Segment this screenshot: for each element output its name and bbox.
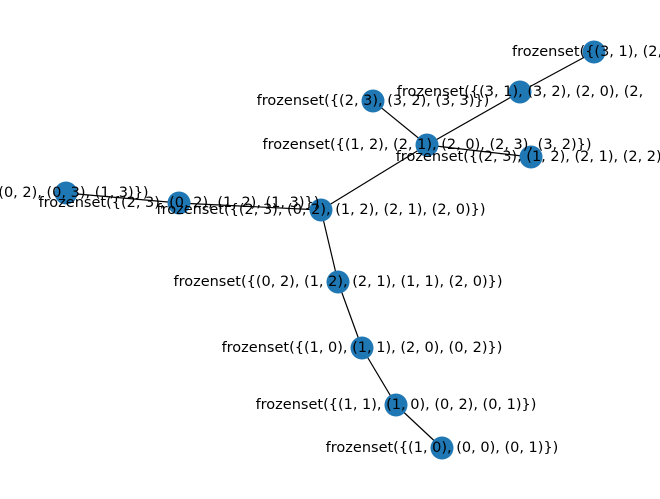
graph-edge (426, 91, 521, 146)
node-label: frozenset({(2, 3), (0, 2), (1, 2), (2, 1… (156, 202, 485, 218)
node-label: frozenset({(3, 1), (3, 2), (2, 0), (2, (397, 84, 643, 100)
graph-node (309, 198, 333, 222)
graph-edge (320, 209, 339, 283)
node-label: frozenset({(2, 3), (0, 2), (1, 2), (1, 3… (39, 195, 320, 211)
graph-edge (372, 100, 428, 146)
graph-node (326, 270, 350, 294)
graph-edge (65, 192, 180, 204)
edges-layer (65, 51, 595, 449)
node-label: frozenset({(3, 1), (2, 0 (512, 44, 660, 60)
node-label: frozenset({(1, 2), (2, 1), (2, 0), (2, 3… (262, 137, 591, 153)
node-label: frozenset({(1, 1), (1, 0), (0, 2), (0, 1… (256, 397, 537, 413)
node-label: frozenset({(0, 2), (1, 2), (2, 1), (1, 1… (173, 274, 502, 290)
graph-node (508, 80, 532, 104)
graph-edge (337, 281, 363, 349)
graph-node (582, 40, 606, 64)
graph-node (415, 133, 439, 157)
graph-node (361, 89, 385, 113)
node-label: frozenset({(1, 0), (0, 0), (0, 1)}) (326, 440, 559, 456)
node-label: frozenset({(2, 3), (1, 2), (2, 1), (2, 2… (396, 149, 660, 165)
graph-node (167, 191, 191, 215)
node-label: frozenset({(2, 3), (3, 2), (3, 3)}) (257, 93, 490, 109)
graph-node (54, 181, 78, 205)
node-label: frozenset({(1, 0), (1, 1), (2, 0), (0, 2… (222, 340, 503, 356)
graph-edge (178, 202, 322, 211)
graph-node (384, 393, 408, 417)
graph-edge (426, 144, 532, 158)
node-label: ({(0, 2), (0, 3), (1, 3)}) (0, 185, 149, 201)
graph-edge (320, 144, 428, 211)
graph-node (519, 145, 543, 169)
labels-layer: frozenset({(3, 1), (2, 0 frozenset({(3, 1… (0, 44, 660, 456)
graph-edge (519, 51, 595, 93)
graph-node (430, 436, 454, 460)
graph-node (350, 336, 374, 360)
nodes-layer (54, 40, 606, 460)
